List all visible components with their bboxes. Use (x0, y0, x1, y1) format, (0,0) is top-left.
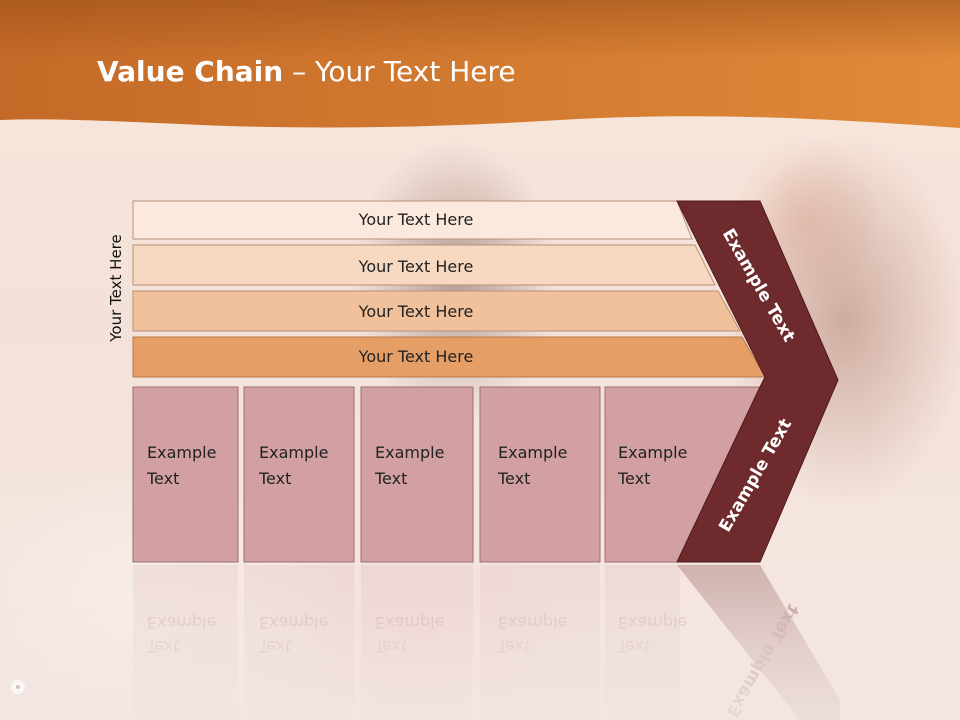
activity-box-2 (243, 386, 355, 563)
activity-box-3 (360, 386, 474, 563)
margin-chevron (676, 200, 839, 563)
activity-box-5-line1: Example (618, 443, 687, 462)
slide-indicator-icon[interactable] (11, 680, 25, 694)
activity-box-4 (479, 386, 601, 563)
activity-box-1-line1: Example (147, 443, 216, 462)
activity-box-2-line1: Example (259, 443, 328, 462)
activity-box-2-line2: Text (258, 469, 291, 488)
bar-1-label: Your Text Here (358, 210, 474, 229)
header-band (0, 0, 960, 128)
activity-box-1 (132, 386, 239, 563)
bar-1 (132, 200, 693, 240)
activity-box-4-line1: Example (498, 443, 567, 462)
bar-2 (132, 244, 716, 286)
reflection-fade (0, 560, 960, 720)
activity-box-1-line2: Text (146, 469, 179, 488)
title-bold: Value Chain (97, 55, 284, 88)
activity-box-3-line1: Example (375, 443, 444, 462)
activity-box-4-line2: Text (497, 469, 530, 488)
activity-boxes: Example Text Example Text Example Text E… (132, 386, 761, 563)
bars: Your Text Here Your Text Here Your Text … (132, 200, 766, 378)
bar-3-label: Your Text Here (358, 302, 474, 321)
page-title: Value Chain – Your Text Here (97, 55, 516, 88)
activity-box-5-line2: Text (617, 469, 650, 488)
activity-box-3-line2: Text (374, 469, 407, 488)
bar-2-label: Your Text Here (358, 257, 474, 276)
bar-4-label: Your Text Here (358, 347, 474, 366)
bar-3 (132, 290, 741, 332)
title-rest: – Your Text Here (283, 55, 516, 88)
